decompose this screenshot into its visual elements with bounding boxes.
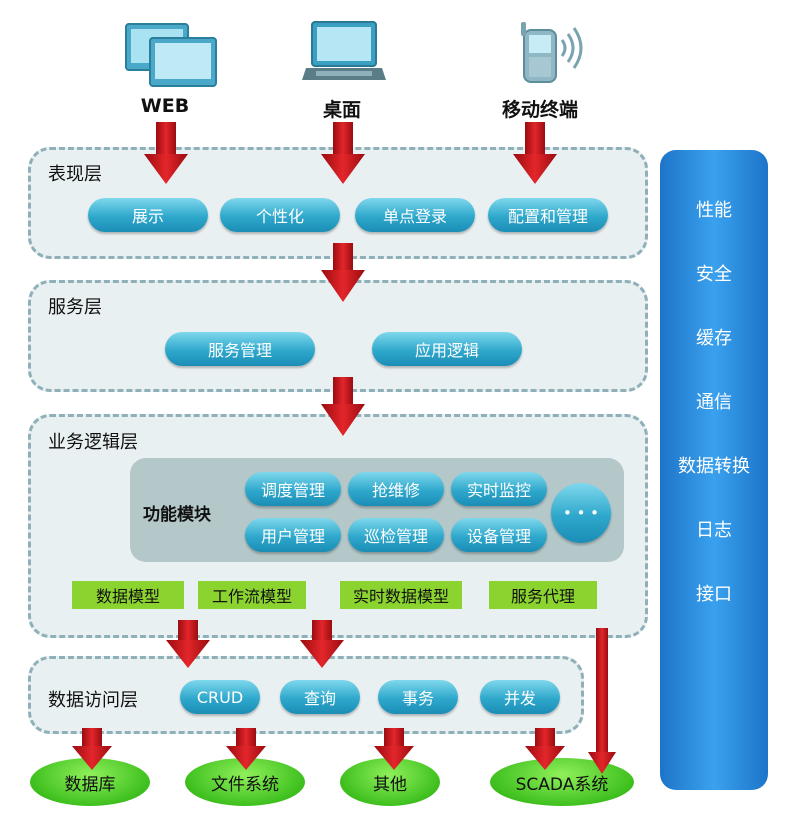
model-data: 数据模型: [72, 581, 184, 609]
model-service-proxy: 服务代理: [489, 581, 597, 609]
client-label-mobile: 移动终端: [501, 99, 578, 121]
arrow-service-proxy-to-scada: [588, 628, 616, 774]
web-screens-icon: [124, 22, 220, 92]
side-data-conversion: 数据转换: [678, 456, 750, 477]
pill-realtime-monitor: 实时监控: [451, 472, 547, 506]
store-file-system: 文件系统: [185, 758, 305, 806]
side-logging: 日志: [696, 520, 732, 541]
service-layer-title: 服务层: [48, 297, 102, 318]
side-communication: 通信: [696, 392, 732, 413]
pill-transaction: 事务: [378, 680, 458, 714]
pill-personalization: 个性化: [220, 198, 340, 232]
pill-service-management: 服务管理: [165, 332, 315, 366]
service-layer: [28, 280, 648, 392]
model-realtime-data: 实时数据模型: [340, 581, 462, 609]
side-interface: 接口: [696, 584, 732, 605]
pill-user-management: 用户管理: [245, 518, 341, 552]
pill-dispatch-management: 调度管理: [245, 472, 341, 506]
presentation-layer-title: 表现层: [48, 164, 102, 185]
more-modules-circle: • • •: [551, 483, 611, 543]
pill-query: 查询: [280, 680, 360, 714]
side-security: 安全: [696, 264, 732, 285]
store-scada: SCADA系统: [490, 758, 634, 806]
pill-single-sign-on: 单点登录: [355, 198, 475, 232]
store-other: 其他: [340, 758, 440, 806]
cross-cutting-column: 性能 安全 缓存 通信 数据转换 日志 接口: [660, 150, 768, 790]
pill-device-management: 设备管理: [451, 518, 547, 552]
side-cache: 缓存: [696, 328, 732, 349]
function-module-title: 功能模块: [143, 505, 211, 525]
store-database: 数据库: [30, 758, 150, 806]
pill-application-logic: 应用逻辑: [372, 332, 522, 366]
pill-crud: CRUD: [180, 680, 260, 714]
business-logic-layer-title: 业务逻辑层: [48, 432, 138, 453]
pill-concurrency: 并发: [480, 680, 560, 714]
model-workflow: 工作流模型: [198, 581, 306, 609]
mobile-phone-icon: [510, 18, 590, 88]
data-access-layer-title: 数据访问层: [48, 690, 138, 711]
client-label-web: WEB: [140, 95, 190, 117]
pill-display: 展示: [88, 198, 208, 232]
side-performance: 性能: [696, 200, 732, 221]
pill-repair: 抢维修: [348, 472, 444, 506]
laptop-icon: [302, 20, 386, 88]
pill-inspection-management: 巡检管理: [348, 518, 444, 552]
pill-config-management: 配置和管理: [488, 198, 608, 232]
client-label-desktop: 桌面: [322, 99, 361, 121]
